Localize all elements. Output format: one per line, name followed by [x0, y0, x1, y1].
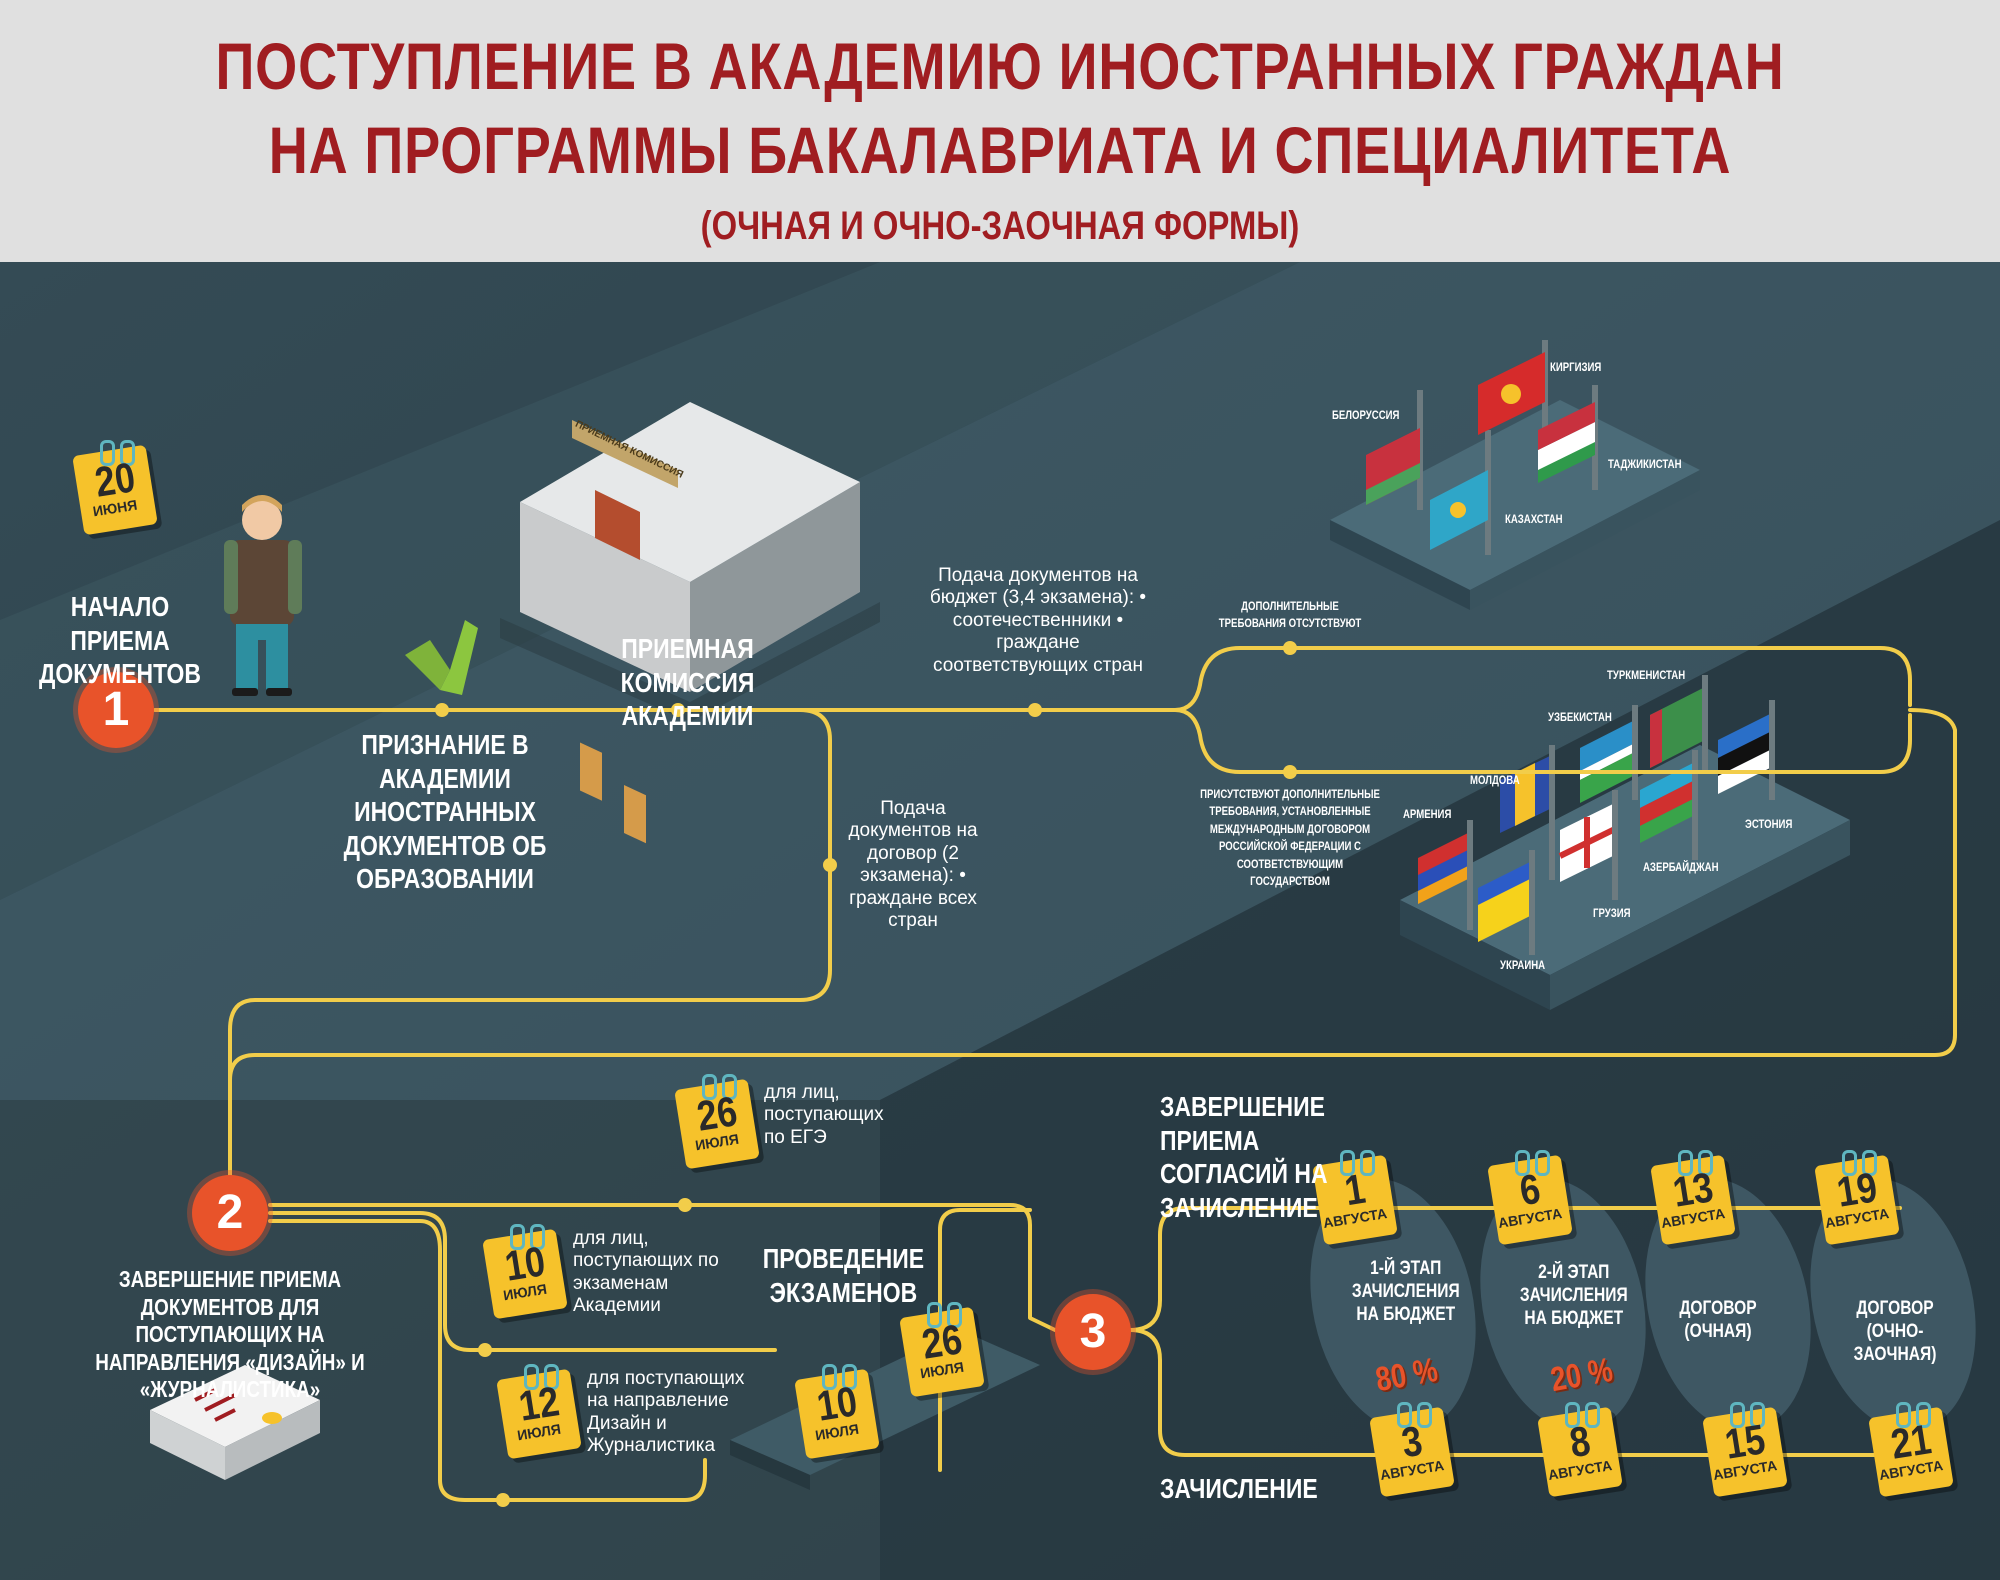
flag-platform-bottom [1400, 675, 1850, 1010]
stage-oval-1 [1310, 1178, 1476, 1432]
step-3-badge: 3 [1055, 1294, 1131, 1370]
page-title-line2: НА ПРОГРАММЫ БАКАЛАВРИАТА И СПЕЦИАЛИТЕТА [268, 113, 1732, 187]
page-subtitle: (ОЧНАЯ И ОЧНО-ЗАОЧНАЯ ФОРМЫ) [700, 204, 1300, 248]
country-moldova: МОЛДОВА [1470, 773, 1520, 787]
label-enroll: ЗАЧИСЛЕНИЕ [1160, 1473, 1318, 1504]
label-exams: ПРОВЕДЕНИЕ ЭКЗАМЕНОВ [762, 1243, 925, 1308]
header-banner: ПОСТУПЛЕНИЕ В АКАДЕМИЮ ИНОСТРАННЫХ ГРАЖД… [0, 0, 2000, 262]
label-step2: ЗАВЕРШЕНИЕ ПРИЕМА ДОКУМЕНТОВ ДЛЯ ПОСТУПА… [95, 1266, 365, 1403]
label-start: НАЧАЛО ПРИЕМА ДОКУМЕНТОВ [38, 591, 202, 690]
stage-oval-3 [1645, 1178, 1811, 1432]
note-design: для поступающих на направление Дизайн и … [587, 1368, 745, 1457]
note-budget: Подача документов на бюджет (3,4 экзамен… [929, 565, 1147, 676]
note-contract: Подача документов на договор (2 экзамена… [848, 798, 978, 932]
country-belarus: БЕЛОРУССИЯ [1332, 408, 1400, 422]
admission-building [500, 402, 880, 844]
timeline-path [153, 646, 1957, 1502]
stage-oval-4 [1810, 1178, 1976, 1432]
exams-platform-side [730, 1440, 810, 1490]
country-ukraine: УКРАИНА [1500, 958, 1546, 972]
check-icon [405, 620, 478, 695]
label-stage2: 2-Й ЭТАП ЗАЧИСЛЕНИЯ НА БЮДЖЕТ [1519, 1262, 1628, 1329]
note-academy-exams: для лиц, поступающих по экзаменам Академ… [573, 1228, 719, 1317]
step-1-badge: 1 [78, 672, 154, 748]
page-title-line1: ПОСТУПЛЕНИЕ В АКАДЕМИЮ ИНОСТРАННЫХ ГРАЖД… [215, 29, 1785, 103]
stage-oval-2 [1480, 1178, 1646, 1432]
label-commission: ПРИЕМНАЯ КОМИССИЯ АКАДЕМИИ [620, 633, 755, 732]
country-georgia: ГРУЗИЯ [1593, 906, 1631, 920]
diagram-canvas: ПРИЕМНАЯ КОМИССИЯ [0, 262, 2000, 1580]
country-tajikistan: ТАДЖИКИСТАН [1608, 457, 1682, 471]
country-kazakhstan: КАЗАХСТАН [1505, 512, 1563, 526]
documents-stack-icon [150, 1365, 320, 1480]
flag-platform-top [1330, 340, 1700, 610]
country-kyrgyzstan: КИРГИЗИЯ [1550, 360, 1602, 374]
note-no-extra-requirements: ДОПОЛНИТЕЛЬНЫЕ ТРЕБОВАНИЯ ОТСУТСТВУЮТ [1218, 599, 1362, 631]
step-2-badge: 2 [192, 1175, 268, 1251]
applicant-person [224, 495, 302, 696]
country-estonia: ЭСТОНИЯ [1745, 817, 1793, 831]
note-extra-requirements: ПРИСУТСТВУЮТ ДОПОЛНИТЕЛЬНЫЕ ТРЕБОВАНИЯ, … [1200, 787, 1380, 888]
label-consent: ЗАВЕРШЕНИЕ ПРИЕМА СОГЛАСИЙ НА ЗАЧИСЛЕНИЕ [1160, 1091, 1328, 1223]
label-stage1: 1-Й ЭТАП ЗАЧИСЛЕНИЯ НА БЮДЖЕТ [1351, 1258, 1460, 1325]
label-recognition: ПРИЗНАНИЕ В АКАДЕМИИ ИНОСТРАННЫХ ДОКУМЕН… [343, 729, 547, 895]
note-ege: для лиц, поступающих по ЕГЭ [764, 1082, 884, 1148]
label-contract-full: ДОГОВОР (ОЧНАЯ) [1679, 1298, 1757, 1342]
country-azerbaijan: АЗЕРБАЙДЖАН [1643, 860, 1719, 874]
country-uzbekistan: УЗБЕКИСТАН [1548, 710, 1612, 724]
country-turkmenistan: ТУРКМЕНИСТАН [1607, 668, 1686, 682]
country-armenia: АРМЕНИЯ [1403, 807, 1452, 821]
timeline-dots [435, 641, 1297, 1507]
label-contract-part: ДОГОВОР (ОЧНО-ЗАОЧНАЯ) [1853, 1298, 1937, 1365]
